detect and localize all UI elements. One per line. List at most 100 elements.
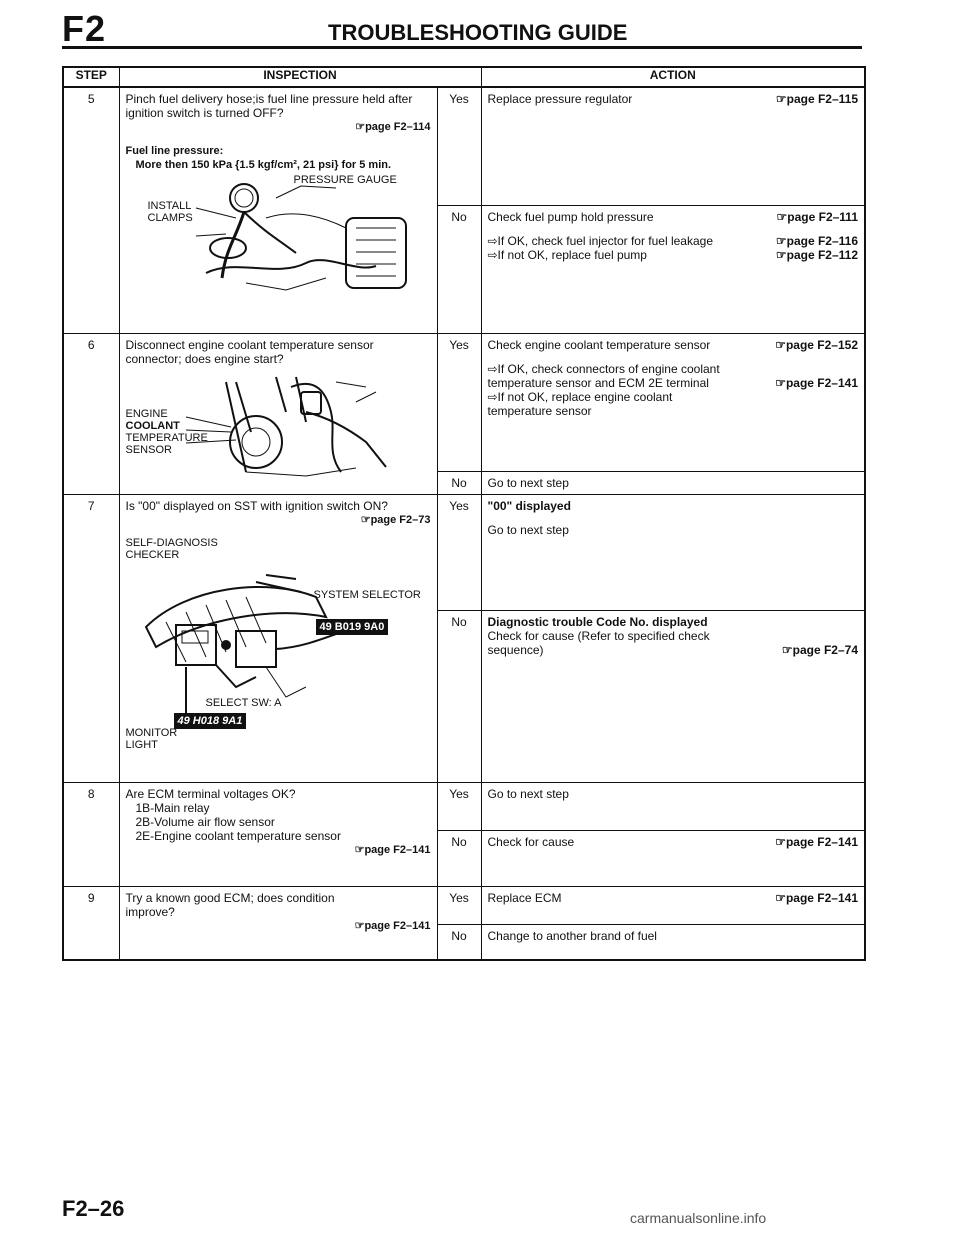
no-cell: No <box>436 829 482 887</box>
inspection-question: Try a known good ECM; does condition imp… <box>125 890 335 919</box>
sensor-label-3: TEMPERATURE <box>125 431 208 444</box>
page-ref: ☞page F2–116 <box>775 233 858 248</box>
coolant-sensor-illustration: ENGINE COOLANT TEMPERATURE SENSOR <box>126 372 431 482</box>
action-heading: Diagnostic trouble Code No. displayed <box>487 614 708 629</box>
step-9-row-no: No Change to another brand of fuel <box>63 923 866 961</box>
step-9-row-yes: 9 Try a known good ECM; does condition i… <box>62 885 866 961</box>
select-switch-label: SELECT SW: A <box>205 696 282 709</box>
step-6-yes-action: Check engine coolant temperature sensor … <box>480 332 866 472</box>
step-number: 5 <box>62 86 120 334</box>
action-line: ⇨If OK, check fuel injector for fuel lea… <box>488 234 859 248</box>
watermark: carmanualsonline.info <box>630 1210 767 1226</box>
page-ref: ☞page F2–73 <box>360 513 431 526</box>
yes-cell: Yes <box>436 781 482 831</box>
action-text: Check engine coolant temperature sensor <box>487 337 711 352</box>
action-text: Replace pressure regulator <box>487 92 633 106</box>
step-5-row-yes: 5 Pinch fuel delivery hose;is fuel line … <box>62 86 866 334</box>
action-line: ⇨If not OK, replace fuel pump ☞page F2–1… <box>488 248 859 262</box>
step-7-no-action: Diagnostic trouble Code No. displayed Ch… <box>480 609 866 783</box>
action-text: Replace ECM <box>487 890 562 905</box>
section-code: F2 <box>62 8 107 49</box>
action-heading: "00" displayed <box>487 498 571 513</box>
page-number: F2–26 <box>62 1196 125 1221</box>
clamps-label: CLAMPS <box>147 212 193 224</box>
sst-code-badge: 49 B019 9A0 <box>315 618 389 635</box>
page-ref: ☞page F2–141 <box>354 843 431 856</box>
checker-label-2: CHECKER <box>125 548 180 561</box>
system-selector-label: SYSTEM SELECTOR <box>313 588 421 601</box>
step-6-row-no: No Go to next step <box>63 470 866 495</box>
inspection-question: Are ECM terminal voltages OK? <box>125 786 296 801</box>
step-8-row-no: No Check for cause ☞page F2–141 <box>63 829 866 887</box>
step-9-yes-action: Replace ECM ☞page F2–141 <box>480 885 866 925</box>
inspection-question: Pinch fuel delivery hose;is fuel line pr… <box>125 92 413 120</box>
action-line: Check fuel pump hold pressure ☞page F2–1… <box>488 210 859 224</box>
page-ref: ☞page F2–111 <box>776 209 858 224</box>
step-5-no-action: Check fuel pump hold pressure ☞page F2–1… <box>480 204 866 334</box>
install-label: INSTALL <box>147 200 192 212</box>
header-action: ACTION <box>480 66 866 88</box>
page-ref: ☞page F2–112 <box>775 247 858 262</box>
sst-code-badge: 49 H018 9A1 <box>173 712 247 729</box>
no-cell: No <box>436 470 482 495</box>
no-cell: No <box>436 923 482 961</box>
action-text: Check fuel pump hold pressure <box>487 209 654 224</box>
yes-cell: Yes <box>436 86 482 206</box>
step-8-row-yes: 8 Are ECM terminal voltages OK? 1B-Main … <box>62 781 866 887</box>
action-line: Replace ECM ☞page F2–141 <box>488 891 859 905</box>
step-number: 6 <box>62 332 120 495</box>
step-7-inspection: Is "00" displayed on SST with ignition s… <box>118 493 438 783</box>
step-8-inspection: Are ECM terminal voltages OK? 1B-Main re… <box>118 781 438 887</box>
yes-cell: Yes <box>436 493 482 611</box>
sensor-label-2: COOLANT <box>125 419 180 432</box>
page-ref: ☞page F2–141 <box>775 375 858 390</box>
action-line: Replace pressure regulator ☞page F2–115 <box>488 92 859 106</box>
action-line: Check for cause ☞page F2–141 <box>488 835 859 849</box>
page-ref: ☞page F2–115 <box>775 92 858 106</box>
monitor-label-1: MONITOR <box>125 726 178 739</box>
monitor-label-2: LIGHT <box>125 738 158 751</box>
coolant-sensor-drawing <box>185 376 387 477</box>
header-inspection: INSPECTION <box>118 66 482 88</box>
page-ref: ☞page F2–141 <box>775 890 858 905</box>
page-ref: ☞page F2–114 <box>355 121 431 133</box>
inspection-question: Disconnect engine coolant temperature se… <box>125 337 374 366</box>
step-7-row-no: No Diagnostic trouble Code No. displayed… <box>63 609 866 783</box>
action-text: Check for cause (Refer to specified chec… <box>487 628 710 657</box>
no-cell: No <box>436 204 482 334</box>
step-5-inspection: Pinch fuel delivery hose;is fuel line pr… <box>118 86 438 334</box>
step-6-no-action: Go to next step <box>480 470 866 495</box>
step-7-yes-action: "00" displayed Go to next step <box>480 493 866 611</box>
action-text: ⇨If not OK, replace fuel pump <box>487 247 647 262</box>
troubleshooting-table: STEP INSPECTION ACTION 5 Pinch fuel deli… <box>62 66 866 961</box>
header-rule <box>62 46 862 49</box>
spec-value: More then 150 kPa {1.5 kgf/cm², 21 psi} … <box>135 159 392 171</box>
page-ref: ☞page F2–74 <box>781 642 858 657</box>
page-title: TROUBLESHOOTING GUIDE <box>328 20 628 45</box>
table-header-row: STEP INSPECTION ACTION <box>62 66 866 88</box>
header-step: STEP <box>62 66 120 88</box>
action-line: ⇨If OK, check connectors of engine coola… <box>488 362 859 390</box>
action-text: ⇨If OK, check fuel injector for fuel lea… <box>487 233 714 248</box>
step-7-row-yes: 7 Is "00" displayed on SST with ignition… <box>62 493 866 783</box>
sensor-label-1: ENGINE <box>125 407 168 420</box>
action-line: Check for cause (Refer to specified chec… <box>488 629 859 657</box>
inspection-item: 1B-Main relay <box>135 800 210 815</box>
action-text: Check for cause <box>487 834 575 849</box>
pressure-gauge-label: PRESSURE GAUGE <box>293 174 397 186</box>
step-5-yes-action: Replace pressure regulator ☞page F2–115 <box>480 86 866 206</box>
step-9-inspection: Try a known good ECM; does condition imp… <box>118 885 438 961</box>
yes-cell: Yes <box>436 332 482 472</box>
no-cell: No <box>436 609 482 783</box>
page-ref: ☞page F2–141 <box>775 834 858 849</box>
inspection-item: 2B-Volume air flow sensor <box>135 814 275 829</box>
fuel-pressure-illustration: PRESSURE GAUGE INSTALL CLAMPS <box>126 174 431 296</box>
action-text: Go to next step <box>487 522 569 537</box>
step-number: 9 <box>62 885 120 961</box>
spec-label: Fuel line pressure: <box>125 145 224 157</box>
sensor-label-4: SENSOR <box>125 443 172 456</box>
action-text: ⇨If OK, check connectors of engine coola… <box>487 361 720 390</box>
yes-cell: Yes <box>436 885 482 925</box>
step-6-row-yes: 6 Disconnect engine coolant temperature … <box>62 332 866 495</box>
step-6-inspection: Disconnect engine coolant temperature se… <box>118 332 438 495</box>
